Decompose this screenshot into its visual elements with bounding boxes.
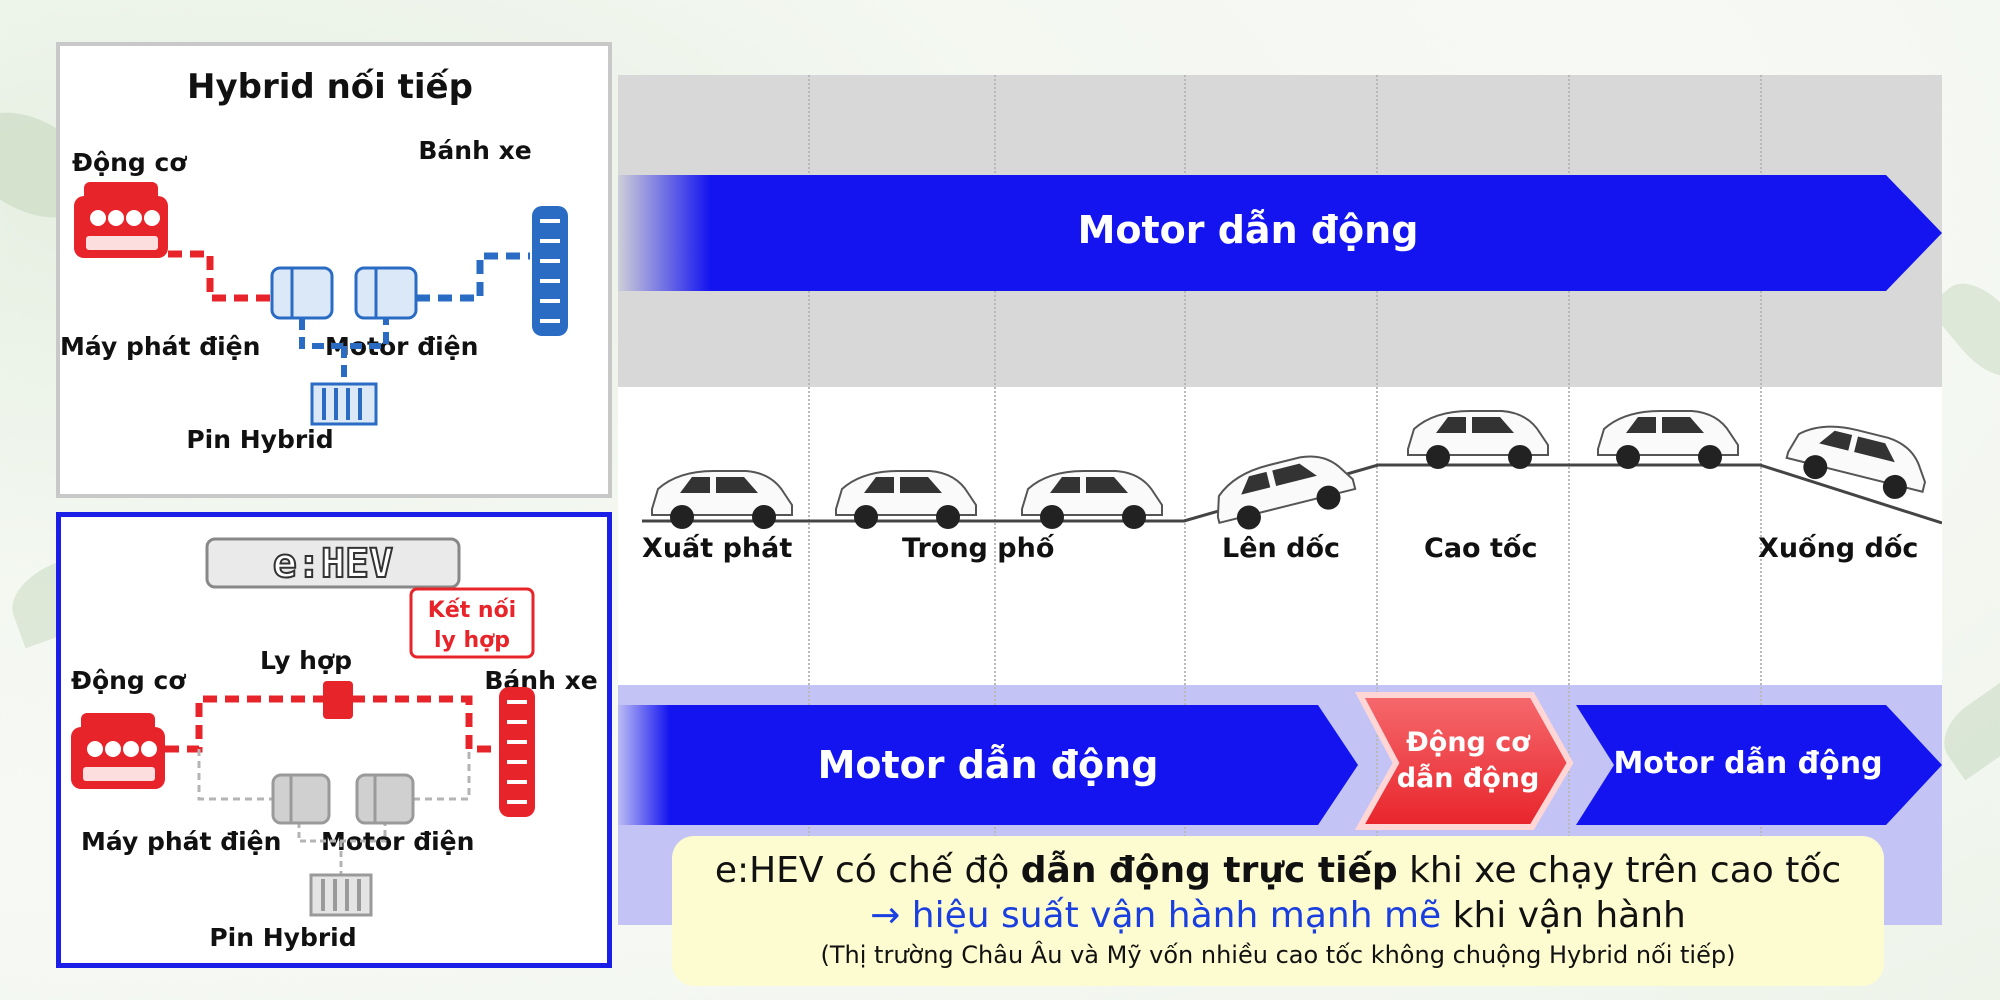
ehev-logo-text: e:HEV (273, 541, 393, 587)
ehev-motor-label: Motor điện (321, 827, 474, 856)
top-motor-arrow (618, 175, 1942, 291)
wheel-icon (532, 206, 568, 336)
bottom-arrow-left-label: Motor dẫn động (817, 743, 1159, 787)
ehev-logo: e:HEV (205, 537, 461, 589)
summary-note: e:HEV có chế độ dẫn động trực tiếp khi x… (672, 836, 1884, 986)
clutch-connect-box (409, 587, 535, 659)
ehev-diagram: e:HEV Kết nối ly hợp Ly hợp Động cơ Bánh… (71, 537, 598, 952)
series-battery-label: Pin Hybrid (186, 425, 333, 454)
driving-scenario-diagram: Motor dẫn động Motor dẫn động Động cơ dẫ… (618, 75, 1942, 925)
top-arrow-label: Motor dẫn động (1077, 208, 1419, 252)
ehev-battery-label: Pin Hybrid (209, 923, 356, 952)
scene-label-start: Xuất phát (642, 533, 793, 564)
car-icon (651, 470, 793, 529)
divider-line (1376, 75, 1378, 925)
series-title: Hybrid nối tiếp (187, 67, 473, 107)
series-wheel-label: Bánh xe (418, 136, 531, 165)
series-hybrid-panel: Hybrid nối tiếp Động cơ Bánh xe Máy phát… (56, 42, 612, 498)
ehev-engine-label: Động cơ (71, 666, 186, 695)
engine-drive-arrow (1354, 692, 1574, 830)
divider-line (1568, 75, 1570, 925)
wheel-icon (499, 687, 535, 817)
divider-line (1184, 75, 1186, 925)
clutch-connect-line1: Kết nối (428, 598, 516, 623)
engine-drive-line2: dẫn động (1396, 763, 1540, 794)
series-generator-label: Máy phát điện (60, 332, 260, 361)
bottom-motor-arrow-right (1576, 705, 1942, 825)
divider-line (994, 75, 996, 925)
engine-drive-line1: Động cơ (1406, 727, 1530, 758)
arrows-svg (618, 175, 1942, 830)
battery-icon (309, 873, 373, 917)
series-motor-label: Motor điện (325, 332, 478, 361)
divider-line (808, 75, 810, 925)
scene-label-uphill: Lên dốc (1222, 533, 1341, 564)
motor-icon (355, 773, 415, 825)
bottom-motor-arrow-left (618, 705, 1358, 825)
car-icon (835, 470, 977, 529)
engine-icon (74, 182, 168, 258)
series-hybrid-diagram: Hybrid nối tiếp Động cơ Bánh xe Máy phát… (60, 67, 568, 454)
battery-icon (310, 382, 378, 426)
ehev-panel: e:HEV Kết nối ly hợp Ly hợp Động cơ Bánh… (56, 512, 612, 968)
car-icon (1597, 410, 1739, 469)
generator-icon (270, 266, 334, 320)
scene-label-highway: Cao tốc (1424, 533, 1538, 564)
clutch-connect-line2: ly hợp (434, 628, 510, 653)
car-icon (1407, 410, 1549, 469)
series-engine-label: Động cơ (72, 148, 187, 177)
clutch-label: Ly hợp (260, 646, 352, 675)
generator-icon (271, 773, 331, 825)
divider-line (1760, 75, 1762, 925)
bottom-arrow-right-label: Motor dẫn động (1613, 746, 1883, 781)
clutch-icon (323, 681, 353, 719)
road-line (642, 463, 1942, 525)
note-line2: → hiệu suất vận hành mạnh mẽ khi vận hàn… (870, 895, 1686, 936)
note-line1: e:HEV có chế độ dẫn động trực tiếp khi x… (714, 850, 1842, 891)
car-icon (1785, 425, 1927, 499)
scene-label-downhill: Xuống dốc (1758, 533, 1919, 564)
car-icon (1021, 470, 1163, 529)
engine-icon (71, 713, 165, 789)
motor-icon (354, 266, 418, 320)
engine-drive-label: Động cơ dẫn động (1388, 725, 1548, 797)
note-line3: (Thị trường Châu Âu và Mỹ vốn nhiều cao … (820, 941, 1736, 969)
ehev-generator-label: Máy phát điện (81, 827, 281, 856)
car-icon (1216, 455, 1357, 530)
scene-label-city: Trong phố (902, 533, 1055, 564)
